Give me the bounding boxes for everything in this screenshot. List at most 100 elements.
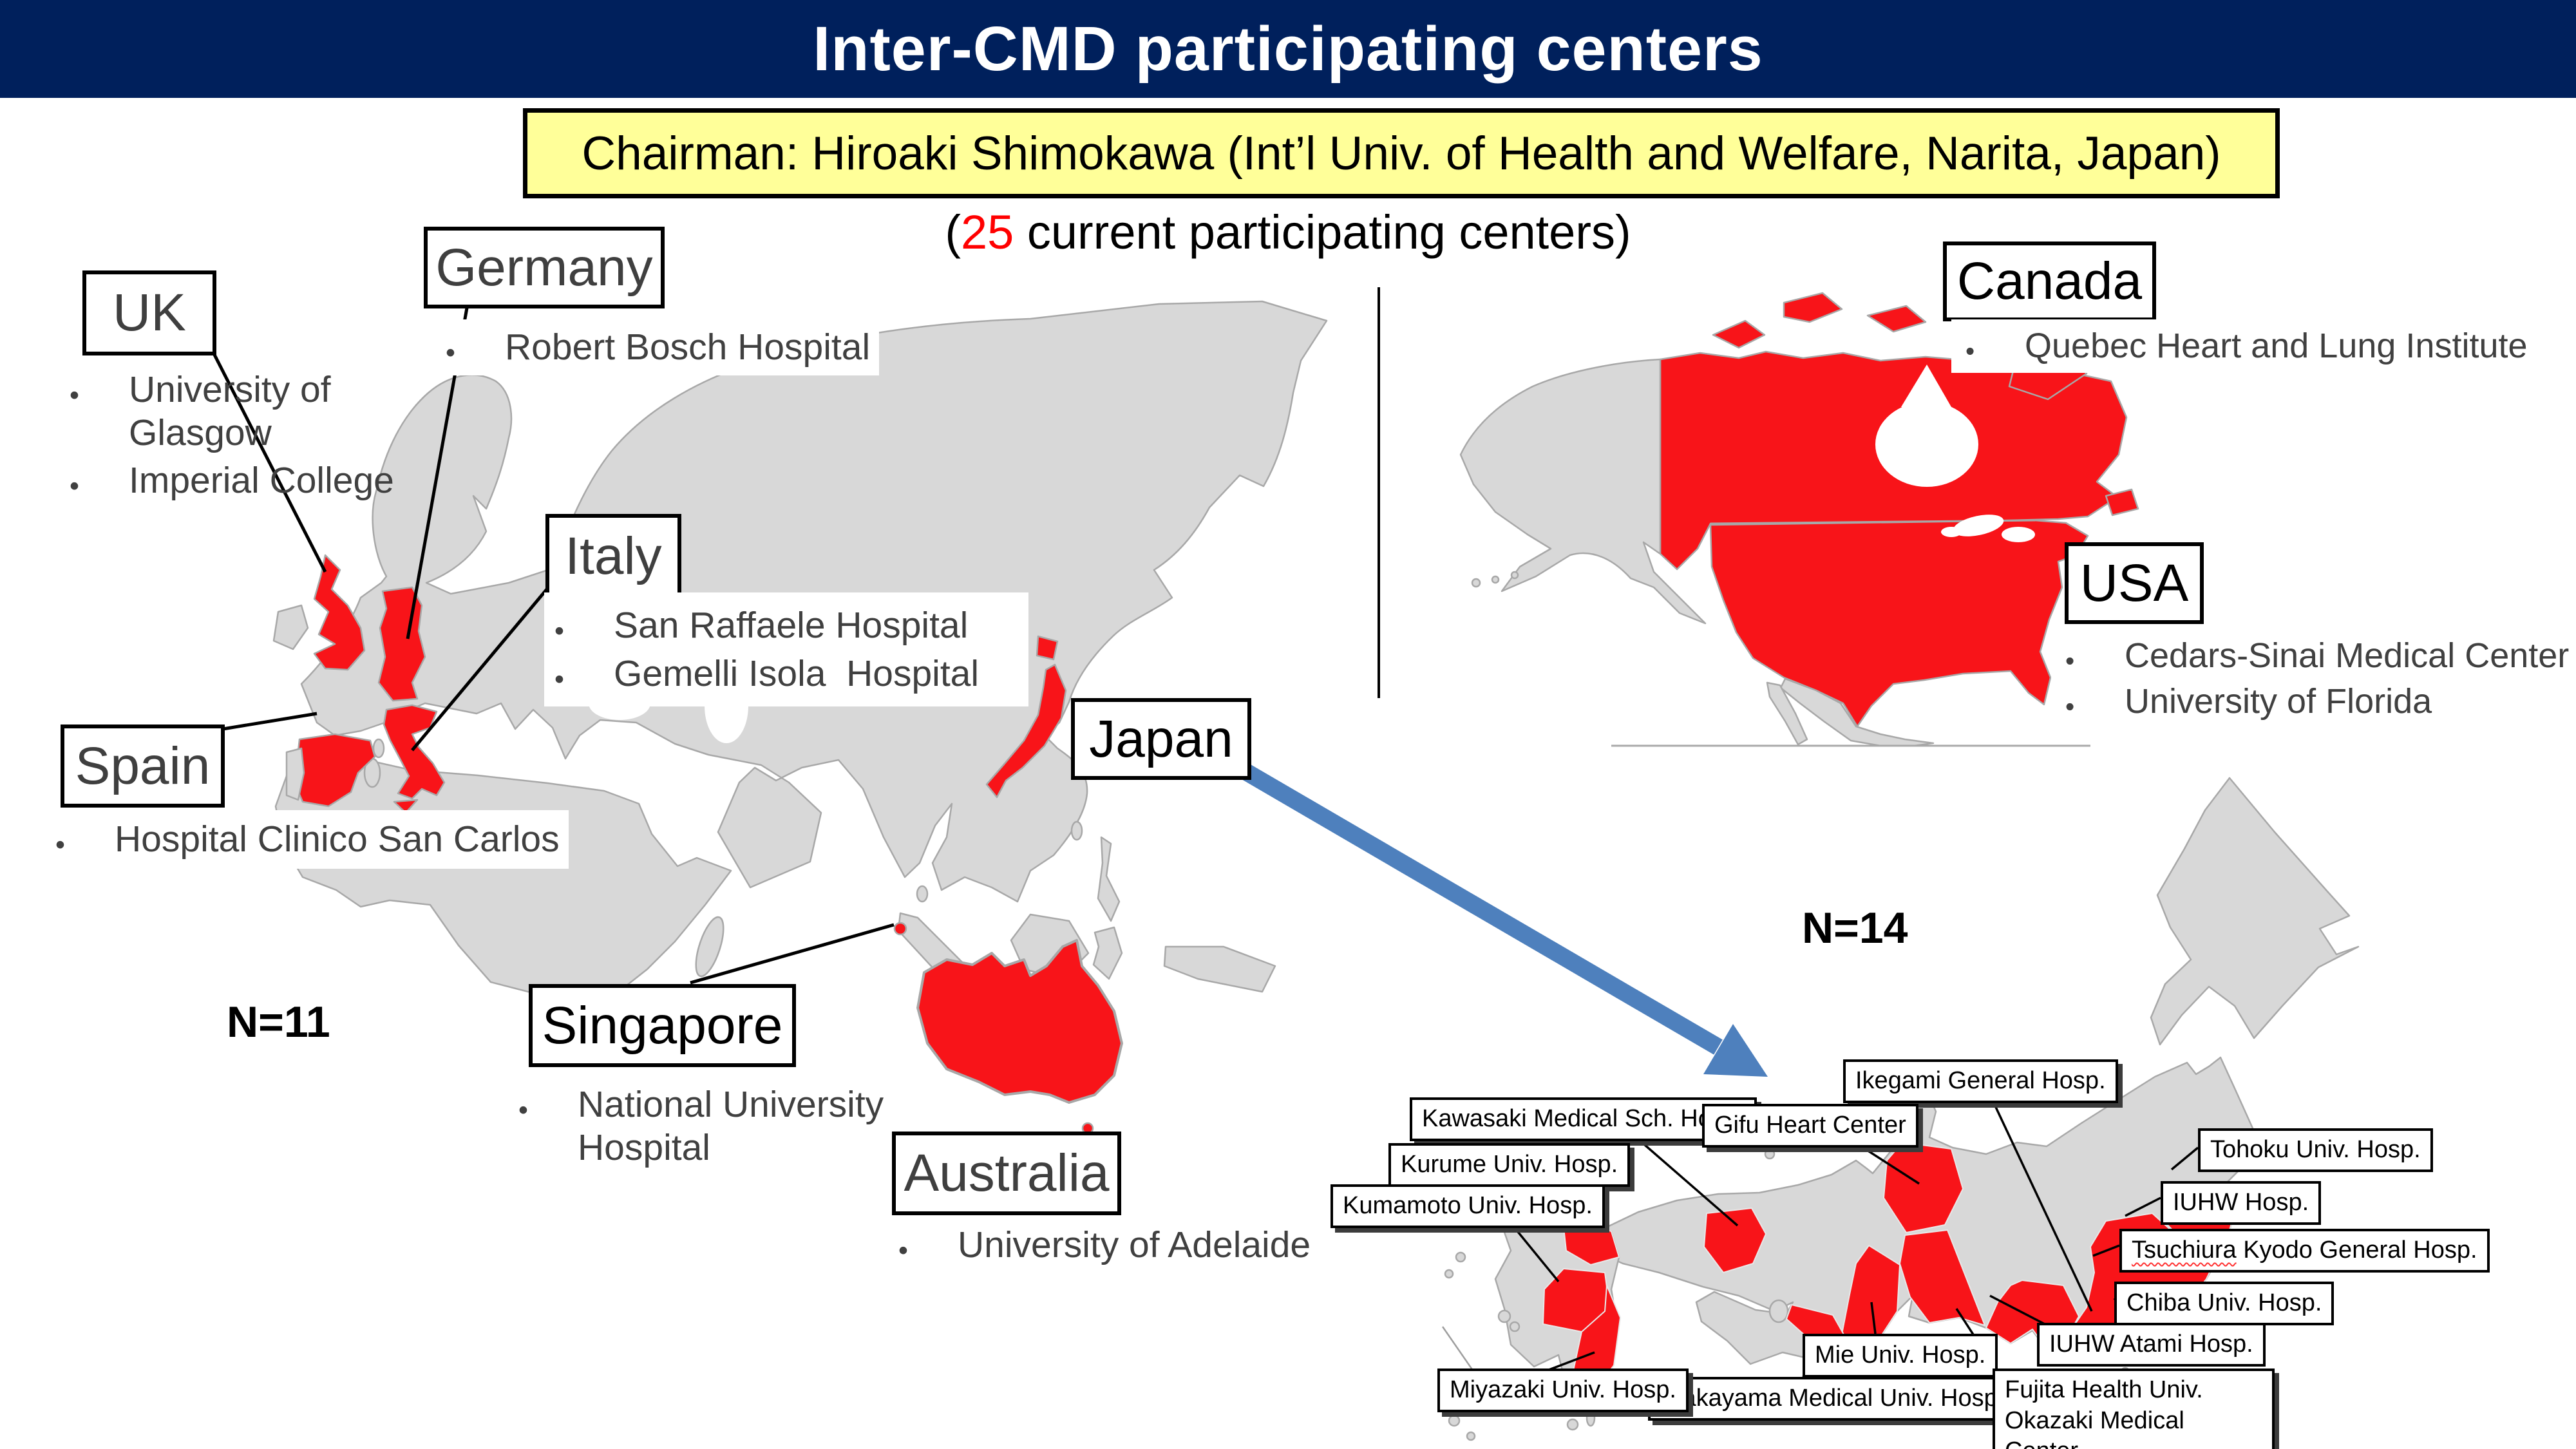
leader-lines: [211, 300, 2199, 1379]
corsica: [372, 738, 385, 759]
bullet-icon: [63, 368, 129, 412]
subtitle-rest: current participating centers): [1014, 205, 1631, 259]
hospital-name: Quebec Heart and Lung Institute: [2025, 327, 2528, 365]
okinawa-2: [1466, 1431, 1476, 1441]
hospital-label-wakayama: Wakayama Medical Univ. Hosp.: [1648, 1377, 2017, 1421]
subtitle-open-paren: (: [945, 205, 961, 259]
hospital-name: University of Adelaide: [958, 1224, 1311, 1265]
hokkaido-shape: [2150, 777, 2360, 1046]
newfoundland: [2105, 488, 2139, 516]
bullet-icon: [548, 652, 614, 696]
country-bullets-usa: Cedars-Sinai Medical Center University o…: [2051, 628, 2576, 730]
sri-lanka: [916, 885, 929, 903]
country-uk-shape: [313, 554, 366, 671]
aleutian-1: [1471, 578, 1481, 588]
country-name: Spain: [75, 736, 211, 795]
tanegashima: [1586, 1409, 1596, 1427]
country-usa-shape: [1709, 519, 2089, 728]
taiwan: [1070, 820, 1083, 841]
portugal-shape: [285, 747, 305, 801]
hospital-name: Imperial College: [129, 460, 394, 502]
bullet-icon: [1959, 326, 2025, 366]
page-title: Inter-CMD participating centers: [0, 0, 2576, 98]
philippines: [1097, 836, 1121, 922]
hospital-label-kawasaki: Kawasaki Medical Sch. Hosp.: [1410, 1097, 1757, 1141]
pref-gifu: [1883, 1142, 1964, 1233]
list-item: Imperial College: [63, 457, 398, 505]
country-name: Australia: [904, 1144, 1110, 1202]
alaska-shape: [1459, 358, 1707, 625]
country-japan-world-arc: [985, 663, 1067, 799]
hospital-label-iuhw-atami: IUHW Atami Hosp.: [2037, 1323, 2266, 1367]
list-item: Hospital Clinico San Carlos: [49, 815, 560, 864]
country-bullets-spain: Hospital Clinico San Carlos: [40, 810, 569, 869]
country-box-italy: Italy: [545, 514, 681, 599]
hospital-name: University of Florida: [2125, 682, 2432, 721]
list-item: University of Glasgow: [63, 366, 398, 457]
hospital-name: University of Glasgow: [129, 369, 331, 453]
country-australia-shape: [916, 939, 1123, 1104]
leader-singapore: [690, 923, 895, 985]
hospital-name-part: Kyodo General Hosp.: [2236, 1236, 2477, 1264]
country-box-australia: Australia: [892, 1132, 1121, 1215]
list-item: Cedars-Sinai Medical Center: [2059, 633, 2569, 679]
bullet-icon: [63, 459, 129, 502]
hospital-name: Hospital Clinico San Carlos: [115, 819, 560, 860]
mexico-shape: [1779, 677, 1935, 747]
list-item: Gemelli Isola Hospital: [548, 650, 1025, 698]
amakusa-2: [1509, 1321, 1520, 1332]
country-bullets-canada: Quebec Heart and Lung Institute: [1951, 319, 2535, 374]
aleutian-3: [1510, 571, 1519, 580]
country-italy-shape: [383, 704, 446, 800]
country-name: Canada: [1956, 252, 2143, 310]
hospital-label-chiba: Chiba Univ. Hosp.: [2114, 1282, 2334, 1325]
list-item: San Raffaele Hospital: [548, 601, 1025, 650]
hospital-label-gifu: Gifu Heart Center: [1702, 1104, 1918, 1148]
leader-uk: [211, 350, 327, 573]
hospital-label-tohoku: Tohoku Univ. Hosp.: [2198, 1128, 2433, 1172]
leader-mie: [1870, 1302, 1877, 1334]
list-item: University of Adelaide: [892, 1221, 1311, 1269]
hudson-bay: [1875, 402, 1978, 487]
country-name: USA: [2079, 553, 2189, 612]
leader-kawasaki: [1628, 1130, 1739, 1227]
country-box-japan: Japan: [1071, 698, 1251, 780]
country-box-usa: USA: [2065, 542, 2204, 624]
country-name: UK: [113, 283, 186, 342]
hospital-name: Gemelli Isola Hospital: [614, 652, 980, 694]
country-germany-shape: [377, 586, 426, 702]
leader-miyazaki: [1548, 1351, 1595, 1371]
leader-tohoku: [2170, 1146, 2199, 1171]
new-guinea: [1163, 945, 1276, 993]
subtitle: (25 current participating centers): [0, 205, 2576, 260]
n-label-world: N=11: [227, 998, 330, 1046]
leader-ikegami: [1989, 1094, 2093, 1312]
great-lakes-1: [1953, 515, 2004, 536]
chairman-banner: Chairman: Hiroaki Shimokawa (Int’l Univ.…: [523, 108, 2280, 198]
yakushima: [1566, 1418, 1579, 1431]
country-singapore-dot: [893, 922, 907, 936]
hospital-label-mie: Mie Univ. Hosp.: [1803, 1334, 1998, 1378]
leader-italy: [411, 588, 548, 752]
hospital-name-part: Tsuchiura: [2132, 1236, 2237, 1264]
hospital-label-kumamoto: Kumamoto Univ. Hosp.: [1331, 1184, 1605, 1228]
hospital-name: National University Hospital: [578, 1084, 884, 1168]
country-bullets-italy: San Raffaele Hospital Gemelli Isola Hosp…: [544, 592, 1028, 707]
list-item: National University Hospital: [512, 1081, 924, 1171]
okinawa-1: [1448, 1414, 1461, 1427]
oki-island: [1764, 1148, 1776, 1160]
country-japan-world-shape: [1036, 635, 1059, 661]
great-lakes-3: [1941, 527, 1962, 537]
madagascar: [695, 916, 724, 978]
hospital-label-kurume: Kurume Univ. Hosp.: [1388, 1143, 1631, 1187]
arctic-island-1: [1712, 319, 1766, 349]
page-title-text: Inter-CMD participating centers: [813, 14, 1763, 84]
bullet-icon: [548, 604, 614, 647]
arrow-shaft: [1241, 764, 1723, 1055]
hospital-label-miyazaki: Miyazaki Univ. Hosp.: [1437, 1368, 1689, 1412]
hospital-name: Cedars-Sinai Medical Center: [2125, 636, 2570, 675]
country-name: Germany: [435, 238, 653, 297]
country-name: Italy: [565, 527, 662, 585]
list-item: Robert Bosch Hospital: [439, 323, 870, 372]
country-bullets-uk: University of Glasgow Imperial College: [63, 366, 398, 505]
